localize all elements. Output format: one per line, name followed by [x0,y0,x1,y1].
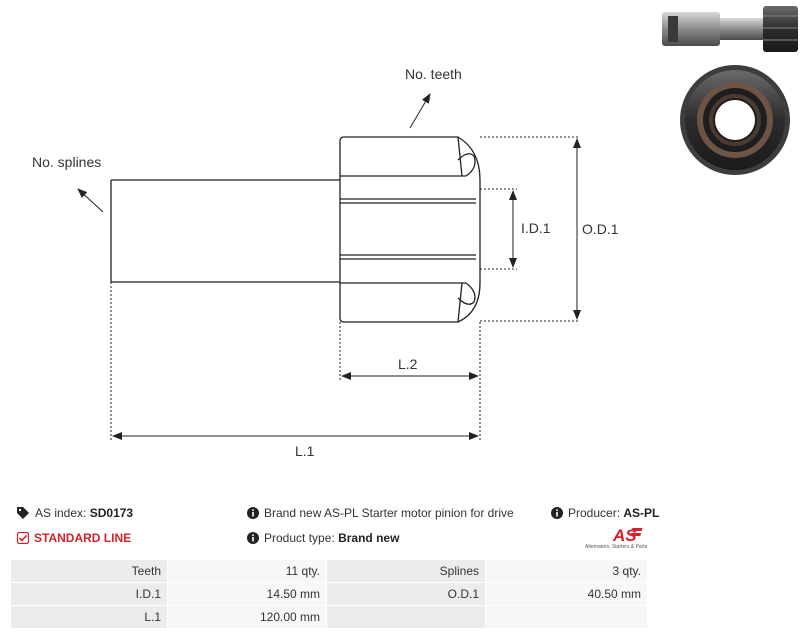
spec-key: I.D.1 [10,582,168,606]
od1-label: O.D.1 [582,221,619,237]
product-type: Product type: Brand new [247,531,399,547]
standard-line-label: STANDARD LINE [34,531,132,545]
spec-value: 3 qty. [485,559,648,583]
l2-label: L.2 [398,356,418,372]
specs-table: Teeth 11 qty. Splines 3 qty. I.D.1 14.50… [10,559,648,629]
technical-drawing: No. splines No. teeth I.D.1 O.D.1 L.2 L.… [32,66,619,459]
producer: Producer: AS-PL [551,506,659,522]
product-type-value: Brand new [338,531,400,545]
producer-label: Producer: [568,506,621,520]
spec-value: 11 qty. [167,559,327,583]
as-pl-logo: AS [612,526,643,545]
dimension-lines [77,93,581,440]
as-index-label: AS index: [35,506,87,520]
description: Brand new AS-PL Starter motor pinion for… [247,506,514,522]
info-circle-icon [247,507,259,522]
pinion-side-view [662,6,798,52]
table-row: I.D.1 14.50 mm O.D.1 40.50 mm [10,582,648,606]
pinion-front-view [680,65,790,175]
l1-label: L.1 [295,443,315,459]
teeth-label: No. teeth [405,66,462,82]
shaft [110,179,340,283]
as-index: AS index: SD0173 [17,506,133,522]
table-row: Teeth 11 qty. Splines 3 qty. [10,559,648,583]
spec-value: 40.50 mm [485,582,648,606]
table-row: L.1 120.00 mm [10,605,648,629]
description-text: Brand new AS-PL Starter motor pinion for… [264,506,514,520]
logo-tagline: Alternators, Starters & Parts [585,544,648,550]
spec-value: 14.50 mm [167,582,327,606]
standard-line: STANDARD LINE [16,531,132,547]
spec-value [485,605,648,629]
spec-key: Splines [326,559,486,583]
info-circle-icon [551,507,563,522]
logo-text: AS [612,526,637,545]
producer-value: AS-PL [623,506,660,520]
info-circle-icon [247,532,259,547]
splines-label: No. splines [32,154,101,170]
spec-key [326,605,486,629]
spec-value: 120.00 mm [167,605,327,629]
check-square-icon [16,531,30,547]
product-photo [662,6,798,175]
gear-head [339,136,481,323]
id1-label: I.D.1 [521,220,551,236]
as-index-value: SD0173 [89,506,134,520]
spec-key: L.1 [10,605,168,629]
spec-key: Teeth [10,559,168,583]
product-type-label: Product type: [264,531,335,545]
tags-icon [17,507,30,522]
spec-key: O.D.1 [326,582,486,606]
